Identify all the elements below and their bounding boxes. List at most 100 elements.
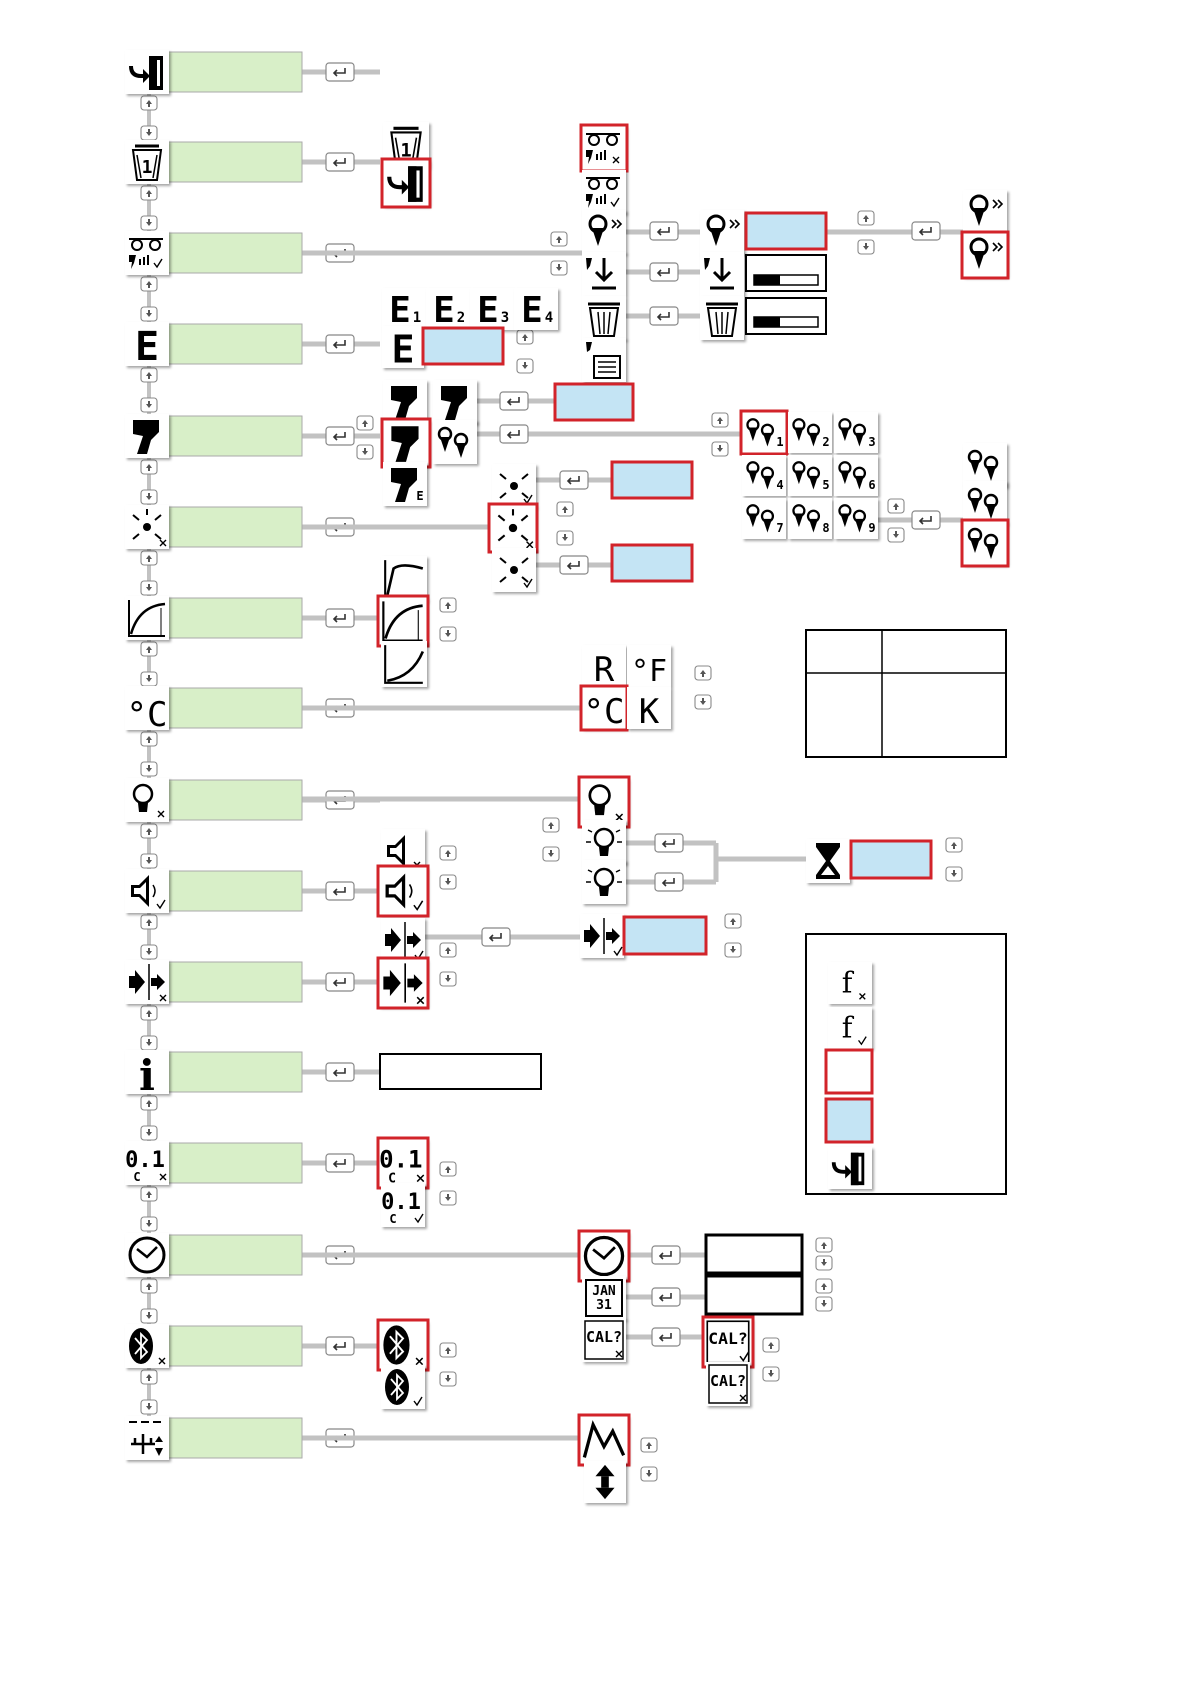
updown-icon (584, 1461, 626, 1503)
sensor-up-key-icon (357, 416, 373, 430)
menu-row-info[interactable]: i (125, 1050, 302, 1100)
hold-on-icon (381, 918, 425, 962)
sensor-slot-number: 1 (776, 435, 783, 449)
key-frame (326, 153, 354, 171)
row-enter-key-icon (326, 427, 354, 445)
calibration-on-icon: CAL? (703, 1317, 753, 1367)
clock-icon (579, 1231, 629, 1281)
alarm-low-value (612, 545, 692, 581)
spine-down-key-icon (141, 945, 157, 959)
enter-key-icon (655, 834, 683, 852)
menu-row-log[interactable] (125, 231, 302, 275)
key-frame (326, 1337, 354, 1355)
sensor-pin-icon (700, 210, 744, 254)
backlight-on-icon-shape (599, 847, 609, 856)
menu-bar (168, 1143, 302, 1183)
menu-row-usb[interactable] (125, 1416, 302, 1460)
backlight-icon-shape (594, 805, 605, 815)
multi-pin-icon (963, 443, 1007, 487)
key-frame (912, 511, 940, 529)
sensor-pin-icon (582, 210, 626, 254)
spine-down-key-icon (141, 1126, 157, 1140)
channel-glyph: E (392, 328, 415, 372)
hold-icon (125, 960, 169, 1004)
enter-key-icon (560, 471, 588, 489)
menu-row-alarm[interactable] (125, 505, 302, 549)
backlight-timeout-up-key-icon (946, 838, 962, 852)
bluetooth-on-icon (381, 1365, 425, 1409)
menu-row-resolution[interactable]: 0.1C (125, 1141, 302, 1185)
alarm-up-key-icon (557, 502, 573, 516)
sensor-pin-icon (963, 190, 1007, 234)
delete-all-icon (582, 296, 626, 340)
calibration-icon: CAL? (582, 1318, 626, 1362)
sensor-slot-6: 6 (834, 455, 878, 496)
curve-icon (125, 596, 169, 640)
resolution-up-key-icon (440, 1162, 456, 1176)
key-frame (560, 556, 588, 574)
sensor-slot-number: 6 (868, 478, 875, 492)
menu-row-clock[interactable] (125, 1233, 302, 1277)
channel-number: 4 (545, 310, 553, 326)
resolution-on-icon: 0.1C (381, 1183, 425, 1227)
row-enter-key-icon (326, 63, 354, 81)
sensor-icon (383, 380, 427, 424)
alarm-dot (143, 523, 151, 531)
enter-key-icon (652, 1246, 680, 1264)
spine-down-key-icon (141, 1036, 157, 1050)
spine-up-key-icon (141, 460, 157, 474)
hold-value (624, 917, 706, 954)
menu-row-bluetooth[interactable] (125, 1324, 302, 1368)
key-frame (650, 307, 678, 325)
key-frame (652, 1288, 680, 1306)
enter-key-icon (560, 556, 588, 574)
info-display (380, 1054, 541, 1089)
sensor-pin-icon-bg (963, 190, 1007, 234)
alarm-icon (489, 504, 537, 552)
curve-up-key-icon (440, 598, 456, 612)
row-enter-key-icon (326, 335, 354, 353)
spine-up-key-icon (141, 1006, 157, 1020)
sensor-slot-4: 4 (742, 455, 786, 496)
alarm-dot (510, 566, 518, 574)
sensor-down-key-icon (357, 445, 373, 459)
log-icon-bg (125, 231, 169, 275)
channel-option-2: E2 (426, 288, 470, 331)
menu-bar (168, 962, 302, 1002)
log-off-icon-bg (582, 126, 626, 170)
sensor-type-value (555, 384, 633, 420)
sensor-pin-icon-bg (963, 233, 1007, 277)
menu-row-backlight[interactable] (125, 778, 302, 822)
spine-up-key-icon (141, 186, 157, 200)
menu-row-sensor[interactable] (125, 414, 302, 458)
enter-key-icon (912, 222, 940, 240)
sensor-slot-7: 7 (742, 498, 786, 539)
channel-option-4: E4 (514, 288, 558, 331)
log-interval-value (746, 213, 826, 249)
backlight-on-icon (582, 820, 626, 864)
menu-row-curve[interactable] (125, 596, 302, 640)
curve-down-key-icon (440, 627, 456, 641)
menu-row-hold[interactable] (125, 960, 302, 1004)
info-icon: i (125, 1050, 169, 1100)
menu-row-channel[interactable]: E (125, 322, 302, 370)
speaker-icon (125, 869, 169, 913)
time-up-key-icon (816, 1238, 832, 1252)
menu-row-speaker[interactable] (125, 869, 302, 913)
menu-bar (168, 142, 302, 182)
channel-value (423, 328, 503, 364)
menu-row-temperature-unit[interactable]: °C (125, 686, 302, 735)
clock-icon-bg (125, 1233, 169, 1277)
speaker-down-key-icon (440, 875, 456, 889)
spine-up-key-icon (141, 1370, 157, 1384)
hourglass-icon (806, 839, 850, 883)
sensor-slot-9: 9 (834, 498, 878, 539)
log-up-key-icon (551, 232, 567, 246)
menu-row-delete-log[interactable]: 1 (125, 140, 302, 184)
row-enter-key-icon (326, 1063, 354, 1081)
menu-row-exit[interactable] (125, 50, 302, 94)
menu-bar (168, 416, 302, 456)
backlight-down-key-icon (543, 847, 559, 861)
calibration-down-key-icon (763, 1367, 779, 1381)
spine-down-key-icon (141, 762, 157, 776)
